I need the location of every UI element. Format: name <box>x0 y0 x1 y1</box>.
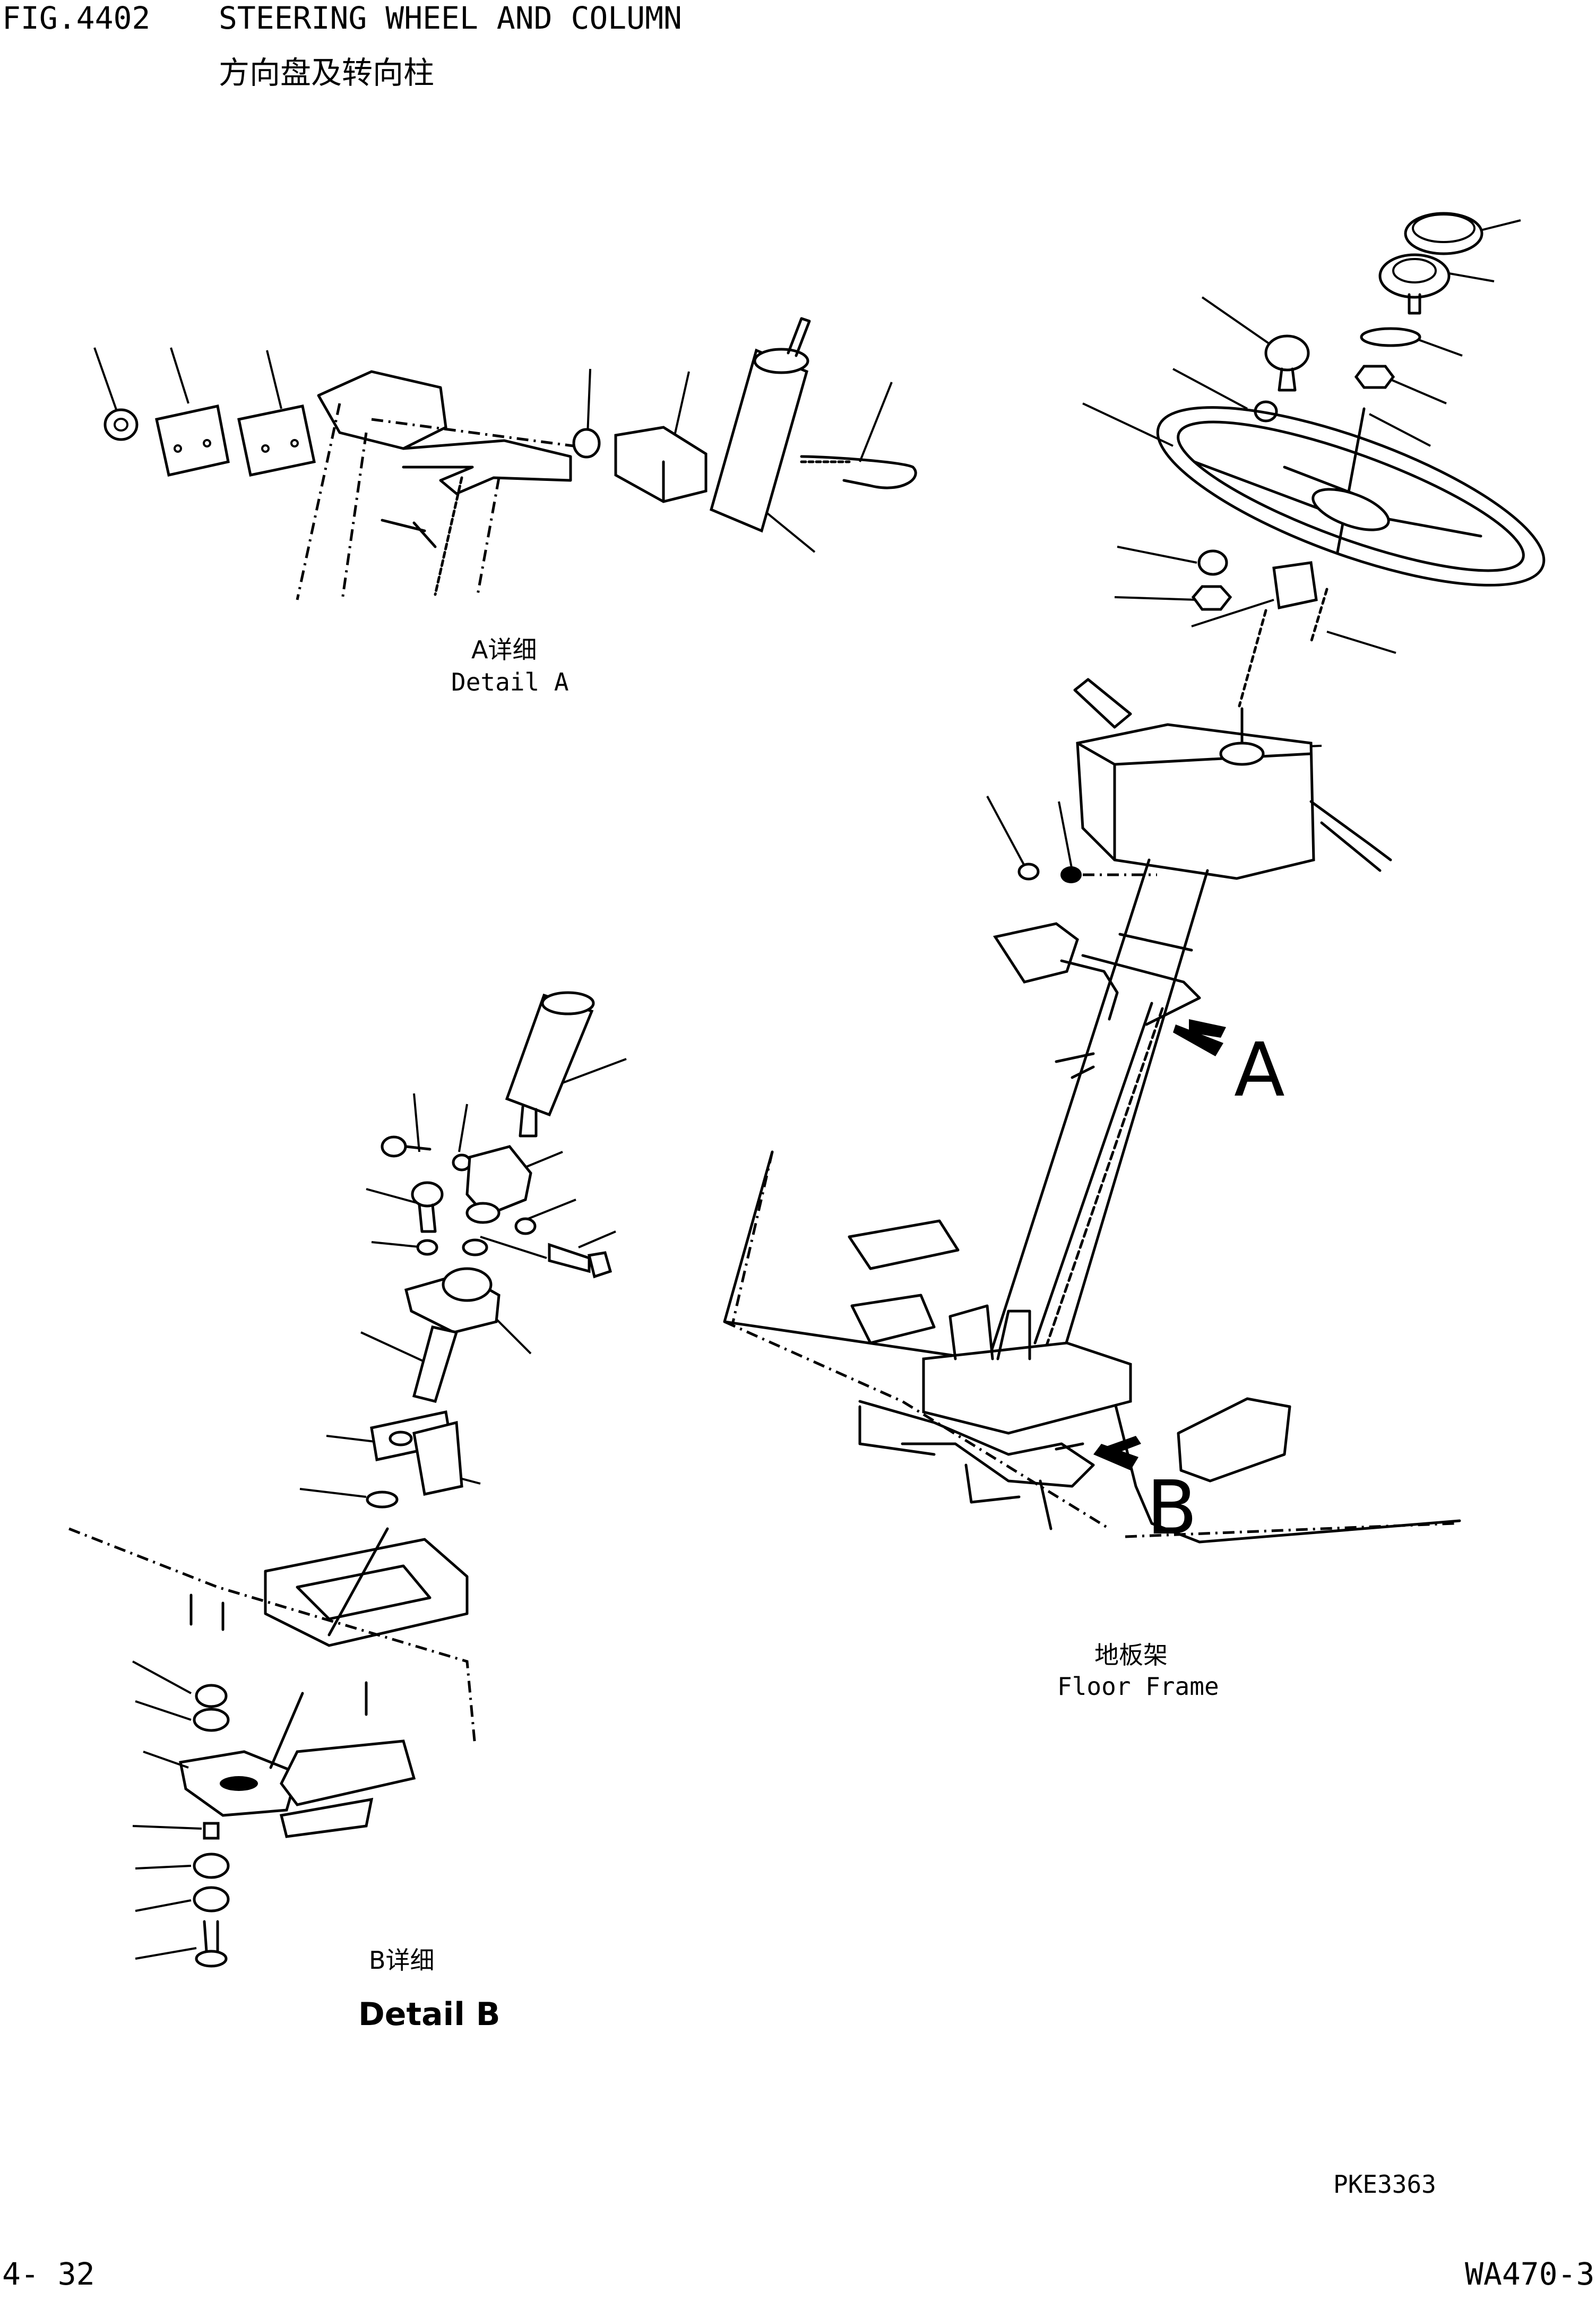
detail-b-drawing <box>68 991 627 1968</box>
figure-number: FIG.4402 <box>2 0 151 36</box>
drawing-number: PKE3363 <box>1333 2170 1436 2199</box>
horn-cap-icon <box>1404 212 1483 255</box>
detail-a-label-chinese: A详细 <box>471 635 537 664</box>
figure-title-english: STEERING WHEEL AND COLUMN <box>219 0 682 36</box>
machine-model: WA470-3 <box>1465 2256 1595 2292</box>
floor-frame-label-chinese: 地板架 <box>1094 1641 1168 1669</box>
floor-frame-label-english: Floor Frame <box>1057 1672 1219 1701</box>
collar-icon <box>572 428 601 459</box>
figure-title-chinese: 方向盘及转向柱 <box>219 55 435 91</box>
column-head-icon <box>1076 723 1315 880</box>
detail-a-drawing <box>93 317 917 600</box>
column-tube-icon <box>709 348 809 533</box>
plate-icon <box>155 404 230 477</box>
detail-b-label-chinese: B详细 <box>369 1946 435 1975</box>
view-marker-a: A <box>1234 1027 1285 1114</box>
column-and-floor-frame-drawing <box>723 858 1461 1544</box>
detail-b-label-english: Detail B <box>358 1996 501 2033</box>
plate-icon <box>237 404 316 477</box>
page-number: 4- 32 <box>2 2256 95 2292</box>
view-marker-b: B <box>1146 1465 1198 1552</box>
steering-wheel-drawing <box>986 212 1546 883</box>
detail-a-label-english: Detail A <box>451 668 569 696</box>
nut-icon <box>103 408 139 441</box>
arrow-a-icon <box>1189 1019 1226 1038</box>
